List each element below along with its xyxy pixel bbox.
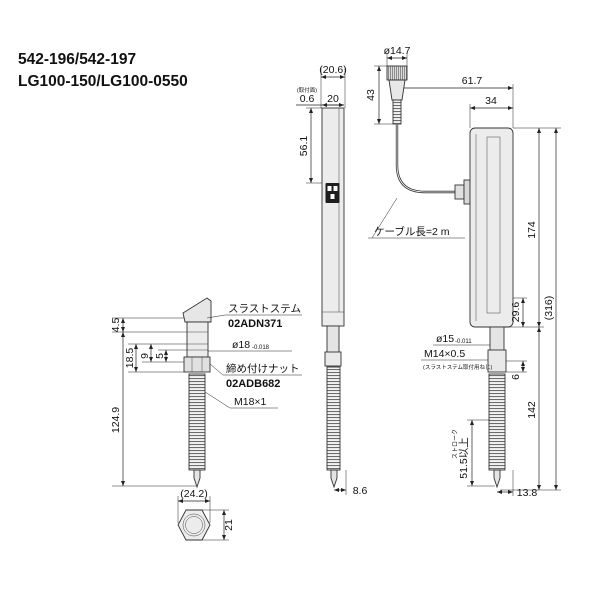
body-side-window: [486, 136, 501, 314]
display-digit: [330, 194, 335, 199]
spindle-stem: [489, 326, 505, 352]
dim-body-depth: 34: [485, 95, 497, 107]
contact-point: [193, 469, 201, 489]
dim-body-height: 174: [526, 221, 538, 239]
dim-stroke-value: 51.5以上: [458, 437, 470, 478]
callout-thread-note: (スラストステム取付用ねじ): [423, 363, 493, 371]
dim-nut-across-corners: (24.2): [180, 488, 207, 500]
stroke-label: ストローク: [452, 429, 459, 459]
dim-9: 9: [139, 353, 151, 359]
thrust-stem-head: [182, 297, 212, 323]
cable-strain-relief: [392, 99, 402, 125]
dim-body-to-stem: 29.6: [510, 302, 522, 323]
leader-line: [206, 314, 226, 319]
dim-thread-length: 6: [510, 374, 522, 380]
stem-collar: [324, 351, 342, 367]
dim-display-position: 56.1: [298, 136, 310, 157]
dim-connector-length: 43: [365, 89, 377, 101]
signal-cable-core: [396, 124, 456, 193]
dim-overall-width: (20.6): [319, 64, 346, 76]
callout-mount-diameter: ø18: [232, 339, 250, 351]
front-view: (20.6) (取付面) 0.6 20 56.1 8.6: [296, 64, 367, 497]
callout-thrust-stem-part-no: 02ADN371: [228, 318, 282, 330]
dim-overall-height: (316): [543, 296, 555, 321]
contact-point: [493, 469, 501, 489]
dim-nut-across-flats: 21: [223, 519, 235, 531]
cable-plug-flange: [463, 179, 471, 205]
rubber-bellows: [188, 373, 206, 471]
cable-plug: [454, 184, 465, 200]
connector-head: [386, 65, 408, 81]
signal-cable: [395, 124, 456, 194]
callout-thrust-stem: スラストステム: [228, 303, 301, 315]
model-numbers: 542-196/542-197: [18, 51, 136, 68]
callout-stem-thread: M14×0.5: [424, 348, 465, 360]
hex-nut-view: (24.2) 21: [177, 488, 235, 541]
callout-clamp-nut-part-no: 02ADB682: [226, 378, 280, 390]
callout-stem-tolerance: -0.011: [455, 339, 472, 345]
dim-face-offset: 0.6: [300, 93, 315, 105]
leader-line: [209, 363, 224, 376]
mount-face-note: (取付面): [297, 86, 317, 94]
callout-mount-thread: M18×1: [234, 396, 267, 408]
display-digit: [327, 186, 332, 191]
product-codes: LG100-150/LG100-0550: [18, 73, 188, 90]
leader-line: [371, 197, 398, 239]
dim-top-height: 4.5: [110, 318, 122, 333]
thrust-stem-view: 4.5 18.5 9 5 124.9 スラストステム 02ADN371 ø18 …: [110, 297, 302, 489]
dim-connector-diameter: ø14.7: [384, 45, 411, 57]
dim-overall-depth: 61.7: [462, 75, 483, 87]
nut-bore-outer: [182, 513, 206, 537]
thrust-stem-body: [186, 321, 209, 358]
connector-body: [388, 79, 406, 101]
callout-cable-length: ケーブル長=2 m: [374, 225, 450, 238]
dim-tip-offset-front: 8.6: [353, 485, 368, 497]
dim-body-width: 20: [327, 93, 339, 105]
rubber-bellows: [488, 373, 506, 471]
dim-mount-height: 18.5: [124, 348, 136, 369]
callout-stem-diameter: ø15: [436, 333, 454, 345]
side-view: ø14.7 43 61.7 34 ケーブル長=2 m: [365, 45, 561, 499]
spindle-stem: [326, 325, 340, 355]
contact-point: [330, 469, 338, 489]
dim-lower-length: 142: [526, 401, 538, 419]
dim-5: 5: [154, 353, 166, 359]
rubber-bellows: [326, 366, 341, 471]
dim-tip-offset-side: 13.8: [517, 487, 538, 499]
clamp-nut-side: [183, 356, 211, 373]
callout-mount-tolerance: -0.018: [252, 345, 270, 351]
callout-clamp-nut: 締め付けナット: [226, 362, 300, 375]
gauge-body-side: [469, 127, 514, 328]
leader-line: [204, 391, 231, 409]
gauge-body-front: [321, 107, 345, 327]
dim-stem-to-tip: 124.9: [110, 407, 122, 433]
display-digit: [333, 186, 338, 191]
nut-bore-inner: [185, 516, 203, 534]
